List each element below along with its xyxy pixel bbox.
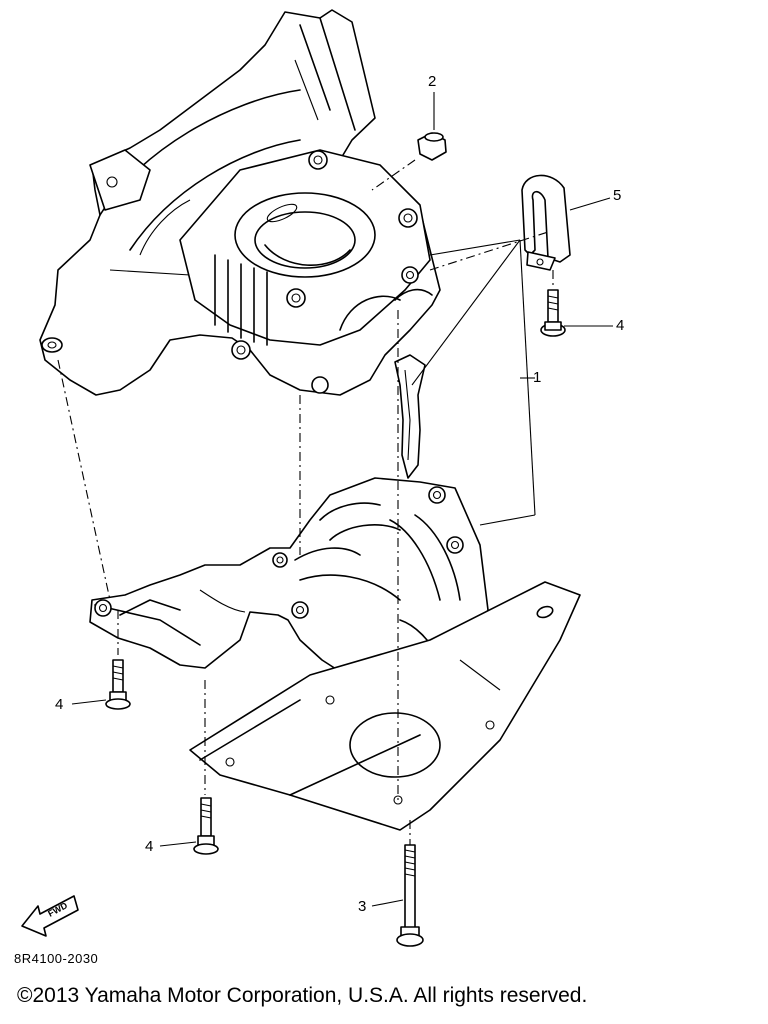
- fwd-arrow-icon: FWD: [21, 895, 79, 937]
- base-plate: [189, 581, 581, 831]
- bolt-4-left: [105, 659, 131, 710]
- diagram-code: 8R4100-2030: [14, 951, 99, 966]
- crankcase-seal: [394, 354, 426, 479]
- callout-label-1: 1: [533, 369, 542, 386]
- callout-label-4-left: 4: [55, 696, 64, 713]
- bolt-4-lower: [193, 797, 219, 855]
- callout-label-5: 5: [613, 187, 622, 204]
- callout-label-2: 2: [428, 73, 437, 90]
- callout-label-4-lower: 4: [145, 838, 154, 855]
- callout-label-3: 3: [358, 898, 367, 915]
- part-5-clamp: [521, 174, 571, 271]
- bolt-3: [396, 844, 424, 947]
- callout-label-4-upper: 4: [616, 317, 625, 334]
- alignment-lines: [57, 159, 554, 845]
- leader-lines: [71, 92, 613, 907]
- part-2-plug: [417, 132, 447, 161]
- upper-crankcase: [39, 9, 441, 396]
- copyright-notice: ©2013 Yamaha Motor Corporation, U.S.A. A…: [17, 984, 588, 1007]
- bolt-4-upper: [540, 289, 566, 337]
